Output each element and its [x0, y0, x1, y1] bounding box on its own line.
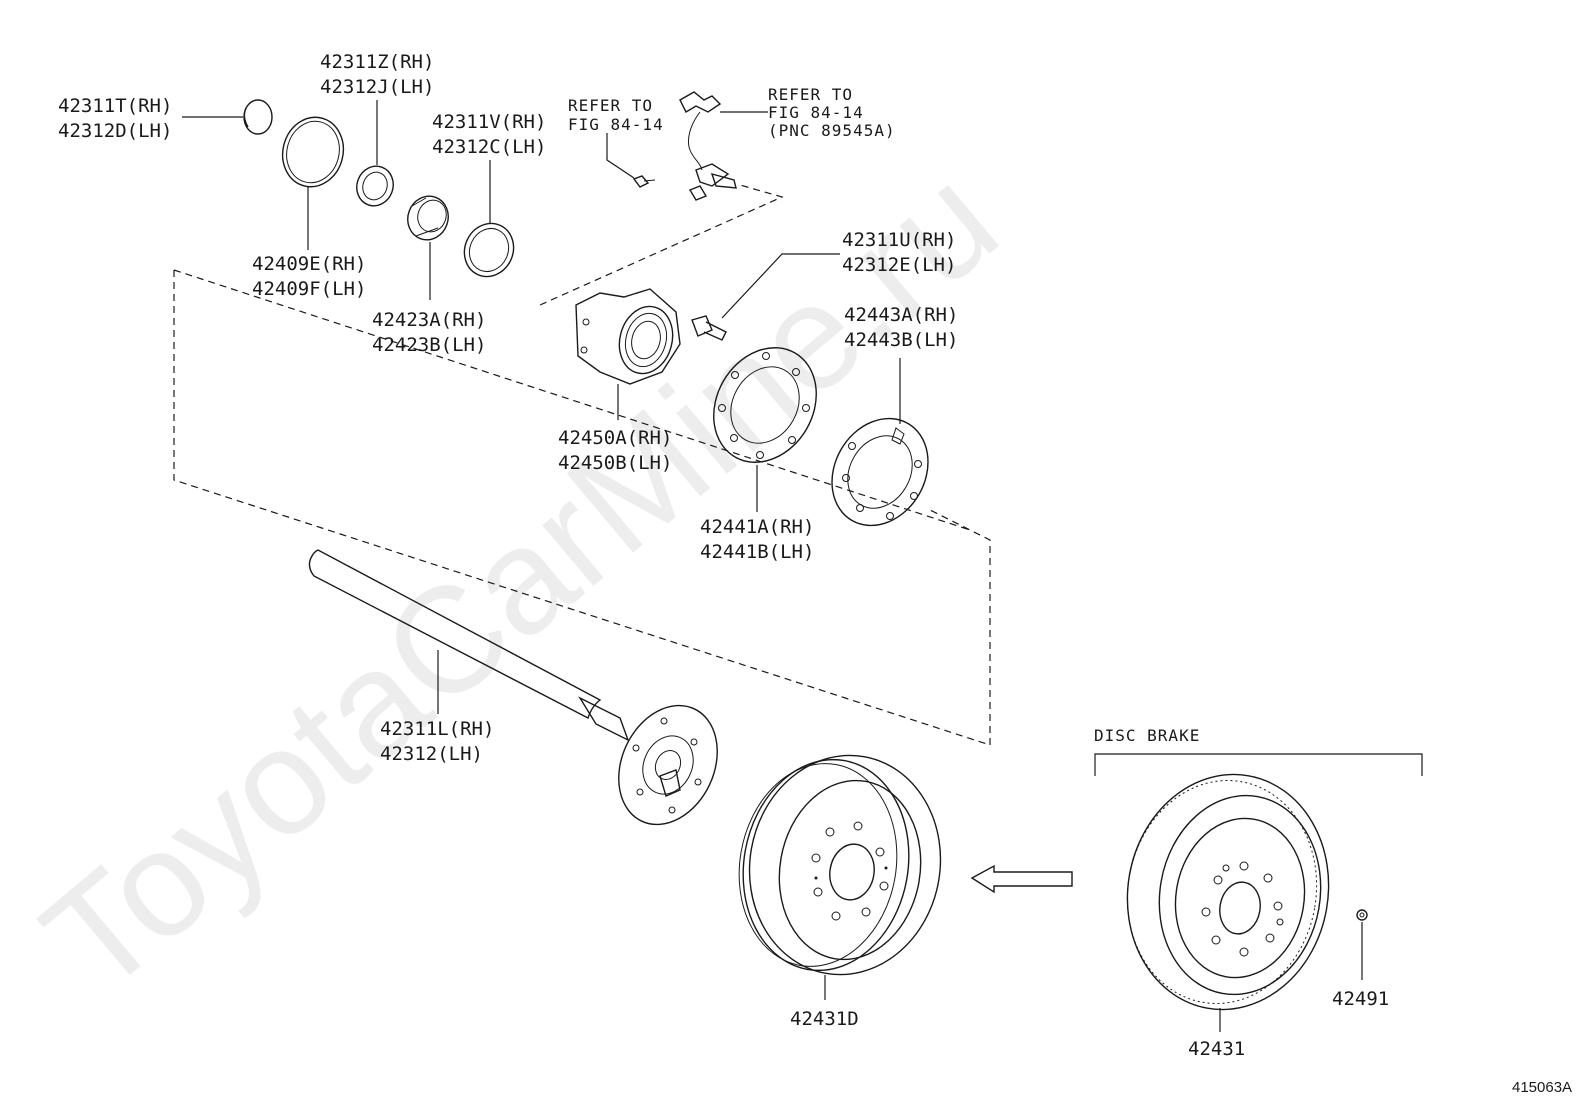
label-disc: 42431: [1188, 1038, 1245, 1060]
label-seal-rh: 42311V(RH): [432, 111, 546, 133]
abs-sensor-part: [679, 91, 737, 201]
label-spacer-rh: 42311Z(RH): [320, 51, 434, 73]
label-nut: 42491: [1332, 988, 1389, 1010]
seal-part: [463, 222, 515, 278]
label-hub-rh: 42450A(RH): [558, 427, 672, 449]
label-gasket-plate-lh: 42441B(LH): [700, 541, 814, 563]
hub-part: [575, 288, 681, 385]
label-hub-lh: 42450B(LH): [558, 452, 672, 474]
label-snap-ring-lh: 42312D(LH): [58, 120, 172, 142]
label-refer-sensor-3: (PNC 89545A): [768, 121, 896, 140]
refer-bolt-part: [632, 175, 656, 188]
brake-drum-part: [738, 754, 942, 976]
axle-shaft-part: [308, 549, 718, 826]
label-axle-shaft-rh: 42311L(RH): [380, 718, 494, 740]
brake-disc-part: [1126, 773, 1330, 1011]
label-refer-bolt-2: FIG 84-14: [568, 115, 664, 134]
label-hub-bolt-lh: 42312E(LH): [842, 254, 956, 276]
nut-part: [1356, 909, 1368, 921]
label-spacer-lh: 42312J(LH): [320, 76, 434, 98]
label-bearing-lh: 42423B(LH): [372, 334, 486, 356]
disc-brake-label: DISC BRAKE: [1094, 726, 1200, 745]
snap-ring-part: [243, 99, 273, 135]
label-oil-seal-rh: 42409E(RH): [252, 253, 366, 275]
assembly-outline-left: [173, 269, 991, 746]
label-refer-sensor-1: REFER TO: [768, 85, 853, 104]
label-drum: 42431D: [790, 1008, 859, 1030]
assembly-outline-sensor: [539, 184, 784, 306]
gasket-plate-part: [713, 347, 817, 463]
hub-bolt-part: [691, 315, 727, 341]
label-oil-seal-lh: 42409F(LH): [252, 278, 366, 300]
spacer-part: [356, 165, 394, 207]
label-axle-shaft-lh: 42312(LH): [380, 743, 483, 765]
label-refer-bolt-1: REFER TO: [568, 96, 653, 115]
label-bearing-rh: 42423A(RH): [372, 309, 486, 331]
diagram-id: 415063A: [1512, 1079, 1572, 1096]
oil-seal-part: [281, 116, 345, 188]
leader-refer-bolt: [606, 133, 635, 179]
gasket-part: [831, 417, 929, 527]
disc-brake-bracket: [1094, 753, 1423, 776]
label-seal-lh: 42312C(LH): [432, 136, 546, 158]
label-refer-sensor-2: FIG 84-14: [768, 103, 864, 122]
bearing-part: [407, 195, 449, 241]
leader-hub-bolt: [721, 253, 840, 319]
label-gasket-lh: 42443B(LH): [844, 329, 958, 351]
replace-arrow-icon: [970, 864, 1073, 894]
label-hub-bolt-rh: 42311U(RH): [842, 229, 956, 251]
label-snap-ring-rh: 42311T(RH): [58, 95, 172, 117]
label-gasket-plate-rh: 42441A(RH): [700, 516, 814, 538]
label-gasket-rh: 42443A(RH): [844, 304, 958, 326]
